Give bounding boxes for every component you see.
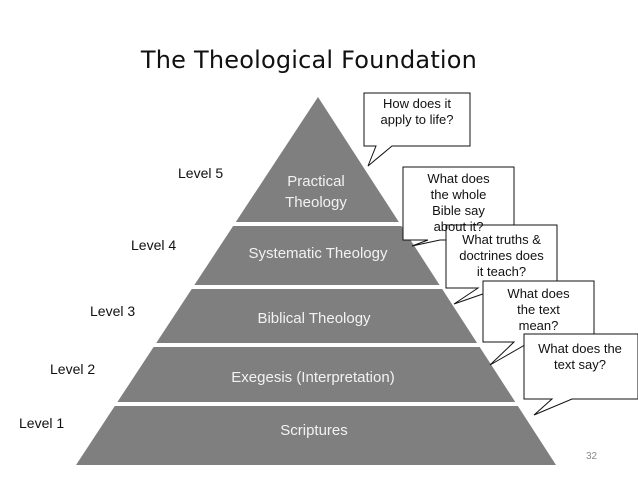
callout-text-mean-text: What does the text mean? bbox=[483, 286, 594, 334]
callout-truths-line3: it teach? bbox=[476, 264, 527, 279]
callout-truths-line1: What truths & bbox=[462, 232, 541, 247]
pyramid-shape bbox=[76, 97, 556, 465]
callout-whole-bible-line4: about it? bbox=[433, 219, 484, 234]
slide-title: The Theological Foundation bbox=[140, 46, 478, 74]
callout-truths-text: What truths & doctrines does it teach? bbox=[446, 232, 557, 280]
callout-text-say-text: What does the text say? bbox=[524, 341, 636, 373]
callout-text-say-line2: text say? bbox=[553, 357, 607, 372]
callout-text-mean bbox=[482, 280, 595, 366]
tier-practical-theology: Practical Theology bbox=[266, 171, 366, 213]
callout-apply bbox=[363, 92, 471, 167]
level-5-label: Level 5 bbox=[178, 165, 224, 181]
tier-scriptures: Scriptures bbox=[280, 422, 348, 439]
callout-text-mean-line2: the text bbox=[517, 302, 560, 317]
level-4-label: Level 4 bbox=[131, 237, 177, 253]
callout-text-say bbox=[523, 333, 638, 416]
level-1-label: Level 1 bbox=[19, 415, 65, 431]
tier-practical-line2: Theology bbox=[285, 194, 347, 211]
callout-apply-line2: apply to life? bbox=[380, 112, 454, 127]
callout-whole-bible-line1: What does bbox=[427, 171, 490, 186]
callout-whole-bible-line3: Bible say bbox=[432, 203, 485, 218]
callout-text-say-line1: What does the bbox=[538, 341, 622, 356]
callout-apply-line1: How does it bbox=[383, 96, 451, 111]
callout-truths-line2: doctrines does bbox=[459, 248, 544, 263]
tier-systematic-theology: Systematic Theology bbox=[248, 245, 388, 262]
callout-text-mean-line3: mean? bbox=[518, 318, 559, 333]
level-2-label: Level 2 bbox=[50, 361, 96, 377]
tier-exegesis: Exegesis (Interpretation) bbox=[231, 369, 395, 386]
page-number: 32 bbox=[586, 451, 598, 462]
level-3-label: Level 3 bbox=[90, 303, 136, 319]
callout-text-mean-line1: What does bbox=[507, 286, 570, 301]
tier-practical-line1: Practical bbox=[287, 173, 345, 190]
callout-apply-text: How does it apply to life? bbox=[364, 96, 470, 128]
tier-biblical-theology: Biblical Theology bbox=[257, 310, 371, 327]
callout-whole-bible-text: What does the whole Bible say about it? bbox=[403, 171, 514, 235]
callout-whole-bible-line2: the whole bbox=[430, 187, 487, 202]
